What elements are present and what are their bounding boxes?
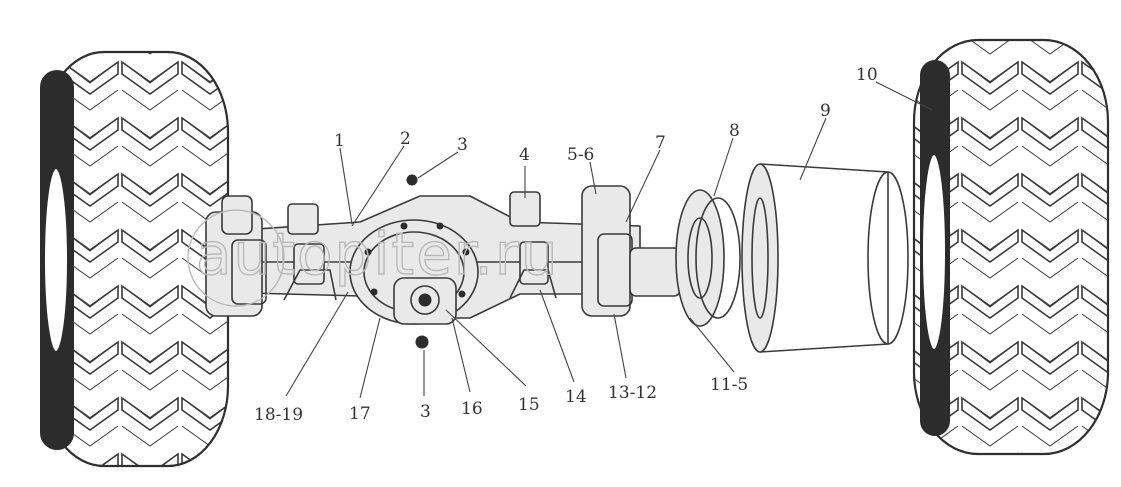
callout-16: 16	[461, 399, 483, 419]
callout-9: 9	[820, 101, 831, 121]
callout-7: 7	[655, 133, 666, 153]
callout-8: 8	[729, 121, 740, 141]
hub-reduction	[675, 189, 741, 327]
callout-15: 15	[518, 395, 540, 415]
callout-11-5: 11-5	[710, 375, 748, 395]
callout-1: 1	[334, 131, 345, 151]
callout-18-19: 18-19	[254, 405, 303, 425]
left-brake-assembly	[205, 195, 267, 317]
callout-17: 17	[349, 404, 371, 424]
callout-10: 10	[856, 65, 878, 85]
wheel-rim	[741, 163, 909, 353]
callout-14: 14	[565, 387, 587, 407]
callout-13-12: 13-12	[608, 383, 657, 403]
differential-carrier	[349, 174, 479, 349]
leader-lines	[285, 81, 933, 399]
right-tire	[912, 38, 1110, 456]
left-tire	[40, 50, 230, 468]
right-axle-mounts	[509, 191, 557, 299]
callout-3-bottom: 3	[420, 402, 431, 422]
callout-2: 2	[400, 129, 411, 149]
left-axle-mounts	[283, 203, 337, 301]
right-brake-assembly	[581, 185, 681, 317]
callout-4: 4	[519, 145, 530, 165]
watermark-text: autopiter.ru	[196, 220, 559, 288]
callout-labels: 1 2 3 4 5-6 7 8 9 10 11-5 13-12 14 15 16…	[254, 65, 878, 425]
watermark: autopiter.ru	[187, 209, 559, 307]
callout-5-6: 5-6	[567, 145, 594, 165]
callout-3-top: 3	[457, 135, 468, 155]
